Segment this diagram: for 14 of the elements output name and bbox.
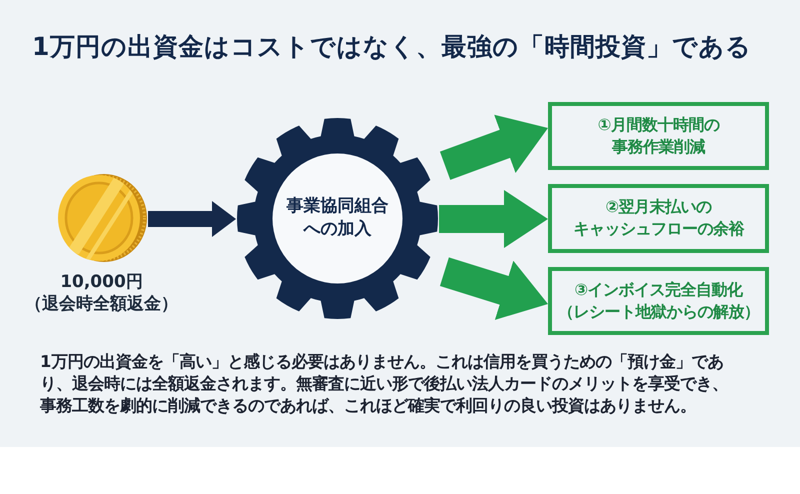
outcome-box: ③インボイス完全自動化（レシート地獄からの解放） <box>548 267 769 335</box>
coin-caption: （退会時全額返金） <box>25 294 178 315</box>
outcome-box: ①月間数十時間の事務作業削減 <box>548 102 769 170</box>
description-text: 1万円の出資金を「高い」と感じる必要はありません。これは信用を買うための「預け金」であり、退会時には全額返金されます。無審査に近い形で後払い法人カードのメリットを享受でき、事務工数を劇的に削減できるのであれば、これほど確実で利回りの良い投資はありません。 <box>40 351 729 417</box>
gear-label: 事業協同組合への加入 <box>286 195 390 241</box>
outcome-box: ②翌月末払いのキャッシュフローの余裕 <box>548 184 769 253</box>
coin-picture <box>55 174 148 262</box>
coin-caption: 10,000円 <box>60 272 143 293</box>
arrow <box>440 114 548 180</box>
arrow <box>440 257 548 320</box>
arrow <box>439 190 548 248</box>
gear <box>236 117 439 320</box>
arrow <box>148 201 236 237</box>
title: 1万円の出資金はコストではなく、最強の「時間投資」である <box>32 31 752 63</box>
